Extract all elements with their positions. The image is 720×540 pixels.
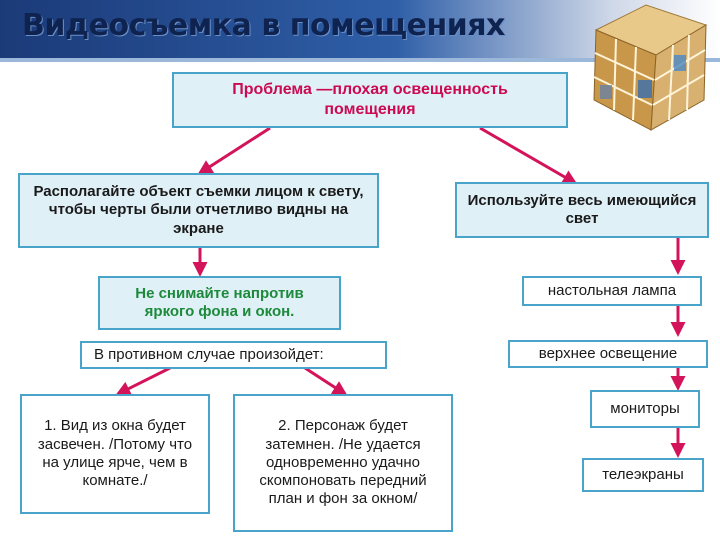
lamp-text: настольная лампа (547, 281, 677, 299)
outcome-2-box: 2. Персонаж будет затемнен. /Не удается … (233, 394, 453, 532)
lamp-box: настольная лампа (522, 276, 702, 306)
cube-logo-icon (593, 4, 708, 131)
right-advice-text: Используйте весь имеющийся свет (467, 191, 697, 227)
overhead-light-box: верхнее освещение (508, 340, 708, 368)
monitors-text: мониторы (610, 399, 680, 417)
arrow-otherwise-outcome1 (115, 366, 171, 396)
page-title: Видеосъемка в помещениях (22, 8, 505, 43)
left-advice-box: Располагайте объект съемки лицом к свету… (18, 173, 379, 248)
problem-text: Проблема —плохая освещенность помещения (232, 81, 508, 118)
left-advice-text: Располагайте объект съемки лицом к свету… (33, 183, 364, 237)
tv-screens-text: телеэкраны (602, 465, 684, 483)
warning-box: Не снимайте напротив яркого фона и окон. (98, 276, 341, 330)
arrow-problem-left (197, 126, 271, 175)
tv-screens-box: телеэкраны (582, 458, 704, 492)
monitors-box: мониторы (590, 390, 700, 428)
header-divider (0, 58, 720, 62)
warning-text: Не снимайте напротив яркого фона и окон. (135, 284, 304, 320)
outcome-1-box: 1. Вид из окна будет засвечен. /Потому ч… (20, 394, 210, 514)
outcome-2-text: 2. Персонаж будет затемнен. /Не удается … (259, 417, 427, 508)
outcome-1-text: 1. Вид из окна будет засвечен. /Потому ч… (37, 417, 193, 490)
otherwise-text: В противном случае произойдет: (94, 345, 324, 363)
right-advice-box: Используйте весь имеющийся свет (455, 182, 709, 238)
arrow-problem-right (479, 126, 578, 185)
arrow-otherwise-outcome2 (304, 366, 348, 396)
problem-box: Проблема —плохая освещенность помещения (172, 72, 568, 128)
otherwise-box: В противном случае произойдет: (80, 341, 387, 369)
overhead-light-text: верхнее освещение (538, 344, 678, 362)
